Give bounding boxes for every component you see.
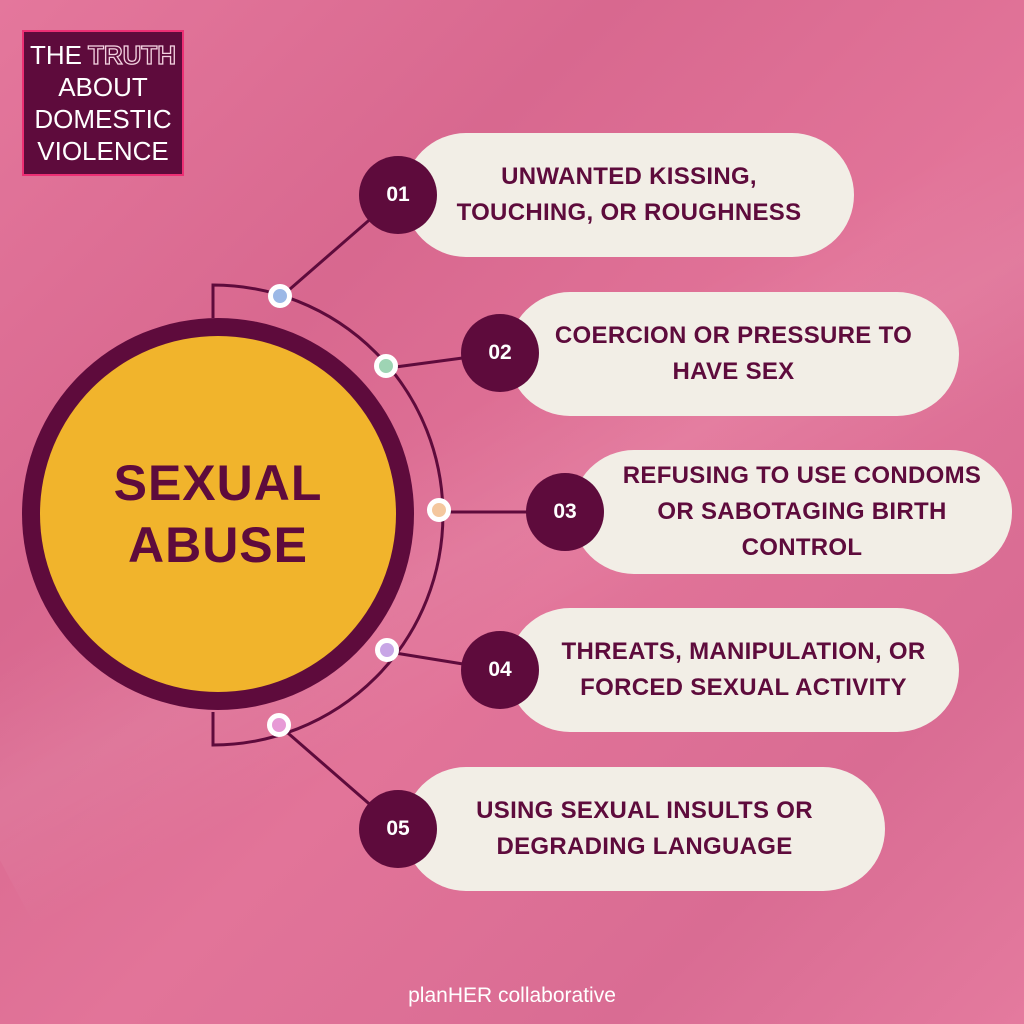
item-number-05: 05	[359, 790, 437, 868]
item-01-line-1: UNWANTED KISSING,	[501, 163, 757, 190]
item-03-line-1: REFUSING TO USE CONDOMS	[622, 462, 982, 489]
center-title-line-2: ABUSE	[127, 517, 309, 573]
item-02-line-2: HAVE SEX	[672, 358, 795, 385]
item-04-line-2: FORCED SEXUAL ACTIVITY	[580, 674, 907, 701]
title-word-the: THE	[29, 40, 82, 70]
item-04-line-1: THREATS, MANIPULATION, OR	[561, 638, 926, 665]
item-05-line-1: USING SEXUAL INSULTS OR	[476, 797, 813, 824]
item-pill-04: THREATS, MANIPULATION, OR FORCED SEXUAL …	[508, 608, 959, 732]
item-pill-03: REFUSING TO USE CONDOMS OR SABOTAGING BI…	[572, 450, 1012, 574]
arc-dot-01	[268, 284, 292, 308]
arc-dot-02	[374, 354, 398, 378]
title-line-2: ABOUT	[58, 72, 148, 102]
item-02-line-1: COERCION OR PRESSURE TO	[554, 322, 913, 349]
item-pill-02: COERCION OR PRESSURE TO HAVE SEX	[508, 292, 959, 416]
item-03-line-2: OR SABOTAGING BIRTH	[657, 498, 947, 525]
center-circle: SEXUAL ABUSE	[40, 336, 396, 692]
title-word-truth: TRUTH	[87, 39, 177, 70]
item-pill-01: UNWANTED KISSING, TOUCHING, OR ROUGHNESS	[404, 133, 854, 257]
center-title-line-1: SEXUAL	[113, 455, 323, 511]
item-03-line-3: CONTROL	[741, 534, 863, 561]
arc-dot-03	[427, 498, 451, 522]
item-number-03: 03	[526, 473, 604, 551]
title-line-3: DOMESTIC	[34, 104, 172, 134]
arc-dot-05	[267, 713, 291, 737]
item-number-04: 04	[461, 631, 539, 709]
title-line-4: VIOLENCE	[37, 136, 169, 166]
item-01-line-2: TOUCHING, OR ROUGHNESS	[456, 199, 802, 226]
item-number-01: 01	[359, 156, 437, 234]
item-number-02: 02	[461, 314, 539, 392]
item-05-line-2: DEGRADING LANGUAGE	[496, 833, 793, 860]
item-pill-05: USING SEXUAL INSULTS OR DEGRADING LANGUA…	[404, 767, 885, 891]
arc-dot-04	[375, 638, 399, 662]
footer-credit: planHER collaborative	[408, 984, 616, 1007]
